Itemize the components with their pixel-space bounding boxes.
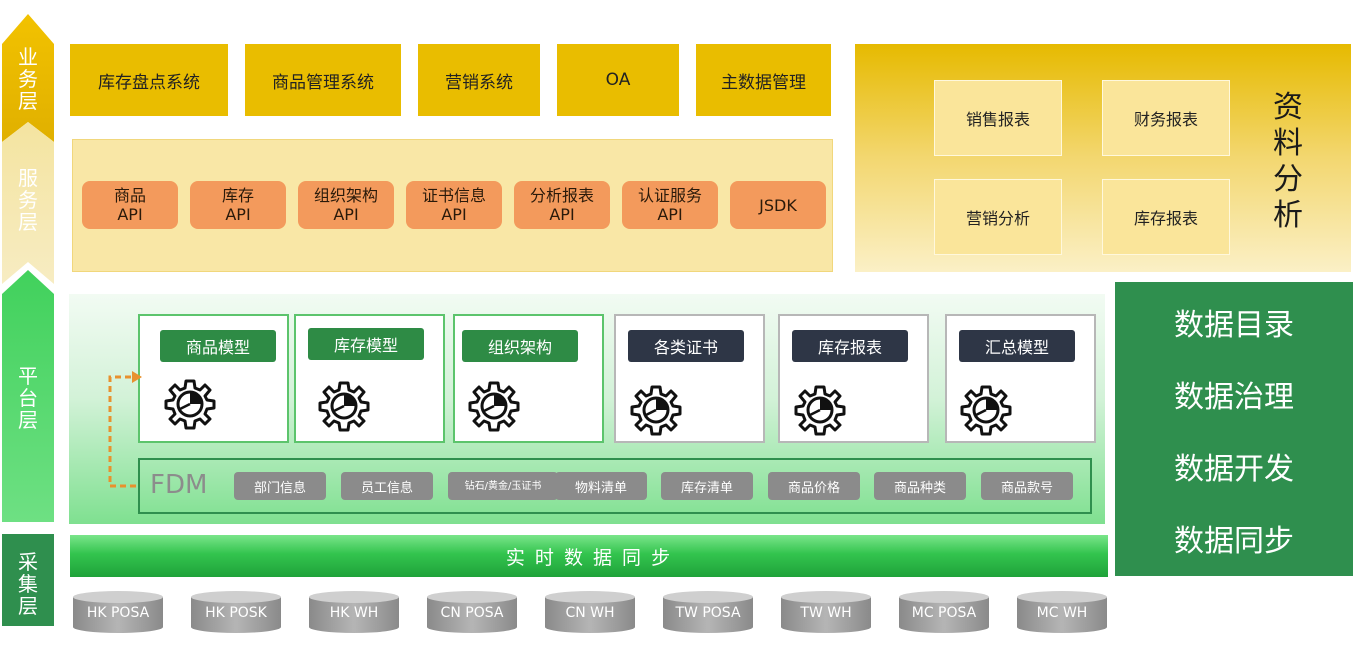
model-label: 组织架构 (462, 330, 578, 362)
analysis-title: 资料分析 (1273, 90, 1303, 233)
gear-chart-icon (630, 385, 682, 436)
gear-chart-icon (960, 385, 1012, 436)
business-system-master-data: 主数据管理 (696, 44, 831, 116)
report-finance: 财务报表 (1102, 80, 1230, 156)
model-label: 商品模型 (160, 330, 276, 362)
gear-chart-icon (794, 385, 846, 436)
fdm-item-style-no: 商品款号 (981, 472, 1073, 500)
model-card-inventory: 库存模型 (294, 314, 445, 443)
source-db-cn-wh: CN WH (544, 590, 636, 634)
report-marketing: 营销分析 (934, 179, 1062, 255)
business-system-inventory-count: 库存盘点系统 (70, 44, 228, 116)
model-label: 各类证书 (628, 330, 744, 362)
service-layer-arrow (2, 122, 54, 284)
platform-layer-arrow (2, 270, 54, 522)
data-service-catalog: 数据目录 (1174, 308, 1294, 343)
source-db-cn-posa: CN POSA (426, 590, 518, 634)
model-card-inventory-report: 库存报表 (778, 314, 929, 443)
data-services-panel (1115, 282, 1353, 576)
fdm-link-arrow (108, 371, 142, 488)
fdm-item-category: 商品种类 (874, 472, 966, 500)
fdm-item-department: 部门信息 (234, 472, 326, 500)
source-db-tw-posa: TW POSA (662, 590, 754, 634)
gear-chart-icon (318, 381, 370, 432)
fdm-bar (138, 458, 1092, 514)
fdm-item-certificates: 钻石/黄金/玉证书 (448, 472, 558, 500)
business-system-product-mgmt: 商品管理系统 (245, 44, 401, 116)
source-db-mc-posa: MC POSA (898, 590, 990, 634)
service-layer-label: 服务层 (18, 166, 38, 234)
business-layer-arrow (2, 14, 54, 142)
source-db-tw-wh: TW WH (780, 590, 872, 634)
source-db-hk-posk: HK POSK (190, 590, 282, 634)
source-db-hk-wh: HK WH (308, 590, 400, 634)
collect-layer-box (2, 534, 54, 626)
realtime-sync-bar: 实 时 数 据 同 步 (70, 535, 1108, 577)
report-sales: 销售报表 (934, 80, 1062, 156)
layer-arrows (2, 14, 54, 626)
model-card-product: 商品模型 (138, 314, 289, 443)
business-system-oa: OA (557, 44, 679, 116)
business-system-marketing: 营销系统 (418, 44, 540, 116)
source-db-mc-wh: MC WH (1016, 590, 1108, 634)
source-db-hk-posa: HK POSA (72, 590, 164, 634)
platform-layer-label: 平台层 (18, 364, 38, 432)
data-service-development: 数据开发 (1174, 452, 1294, 487)
collect-layer-label: 采集层 (18, 550, 38, 618)
report-inventory: 库存报表 (1102, 179, 1230, 255)
data-service-sync: 数据同步 (1174, 524, 1294, 559)
api-jsdk: JSDK (730, 181, 826, 229)
fdm-item-employee: 员工信息 (341, 472, 433, 500)
gear-chart-icon (164, 379, 216, 430)
model-label: 库存报表 (792, 330, 908, 362)
fdm-label: FDM (150, 470, 208, 500)
fdm-item-stock-list: 库存清单 (661, 472, 753, 500)
fdm-item-bom: 物料清单 (555, 472, 647, 500)
business-layer-label: 业务层 (18, 45, 38, 113)
model-label: 汇总模型 (959, 330, 1075, 362)
model-label: 库存模型 (308, 328, 424, 360)
data-service-governance: 数据治理 (1174, 380, 1294, 415)
fdm-item-price: 商品价格 (768, 472, 860, 500)
gear-chart-icon (468, 381, 520, 432)
